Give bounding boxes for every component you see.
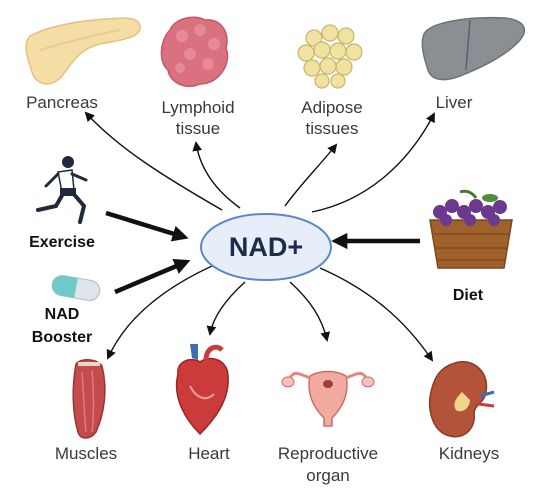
diet-label: Diet xyxy=(452,287,484,304)
muscle-icon xyxy=(72,359,106,439)
liver-label: Liver xyxy=(435,93,473,112)
center-node xyxy=(200,213,332,281)
lymph-node-icon xyxy=(160,16,229,88)
arrow-to-liver xyxy=(311,112,435,213)
input-arrows xyxy=(105,210,420,295)
reproductive-label-line1: Reproductive xyxy=(277,444,379,463)
running-person-icon xyxy=(36,156,88,224)
nad-booster-label-line1: NAD xyxy=(44,306,80,323)
arrow-to-reproductive xyxy=(289,281,331,342)
lymphoid-label-line2: tissue xyxy=(175,119,221,138)
adipose-label-line1: Adipose xyxy=(301,98,363,117)
arrow-to-lymphoid xyxy=(192,141,241,209)
arrow-from-nad-booster xyxy=(114,258,191,295)
liver-icon xyxy=(421,16,526,81)
output-arrows xyxy=(84,111,435,362)
center-node-label: NAD+ xyxy=(228,231,304,262)
uterus-icon xyxy=(281,370,375,427)
arrow-to-pancreas xyxy=(84,111,223,211)
kidneys-label: Kidneys xyxy=(438,444,500,463)
arrow-to-muscles xyxy=(106,265,213,360)
pancreas-label: Pancreas xyxy=(26,93,98,112)
grape-basket-icon xyxy=(429,189,513,269)
nad-booster-label-line2: Booster xyxy=(31,329,93,346)
adipose-label-line2: tissues xyxy=(305,119,359,138)
arrow-to-adipose xyxy=(284,143,338,207)
pancreas-icon xyxy=(25,17,141,85)
arrow-from-exercise xyxy=(105,210,189,242)
reproductive-label-line2: organ xyxy=(306,466,350,485)
lymphoid-label-line1: Lymphoid xyxy=(161,98,235,117)
kidney-icon xyxy=(429,361,495,438)
arrow-to-kidneys xyxy=(319,267,434,362)
muscles-label: Muscles xyxy=(54,444,118,463)
fat-cells-icon xyxy=(297,24,363,89)
heart-label: Heart xyxy=(188,444,230,463)
arrow-to-heart xyxy=(206,281,246,336)
exercise-label: Exercise xyxy=(29,234,95,251)
pill-capsule-icon xyxy=(51,274,101,302)
heart-icon xyxy=(175,344,229,436)
